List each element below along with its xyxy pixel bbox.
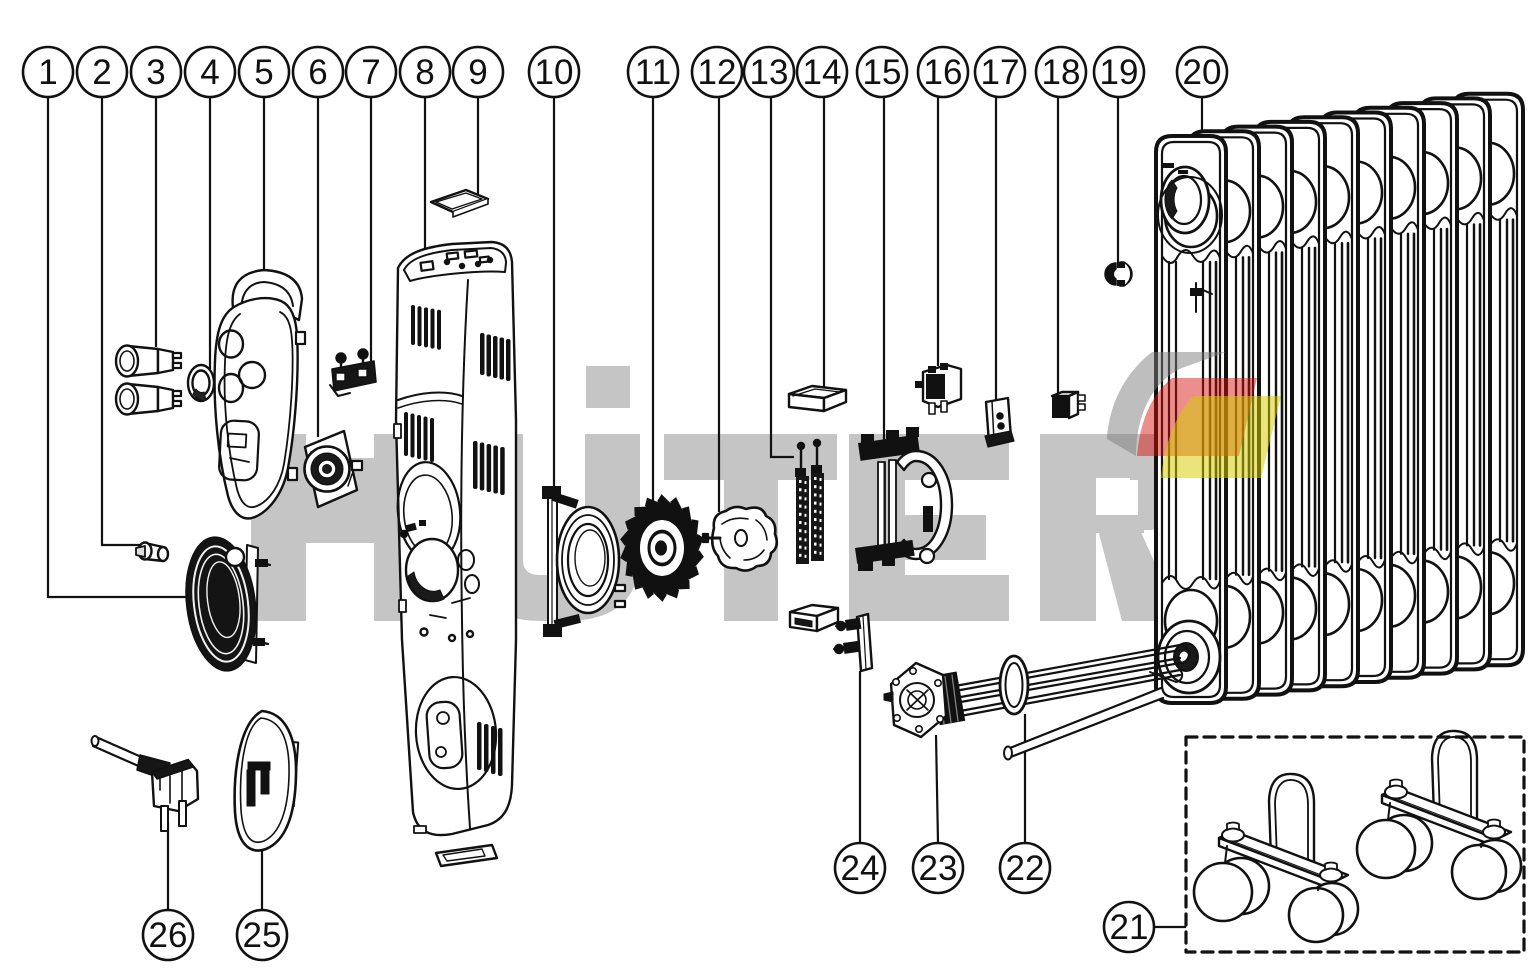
svg-text:13: 13	[750, 53, 789, 92]
svg-text:19: 19	[1100, 53, 1139, 92]
svg-text:20: 20	[1183, 53, 1222, 92]
svg-text:2: 2	[92, 53, 111, 92]
svg-text:11: 11	[635, 53, 671, 92]
svg-text:8: 8	[415, 53, 434, 92]
svg-text:24: 24	[841, 849, 880, 888]
svg-text:21: 21	[1110, 908, 1149, 947]
svg-text:6: 6	[308, 53, 327, 92]
svg-text:23: 23	[919, 849, 958, 888]
svg-text:16: 16	[924, 53, 963, 92]
svg-text:25: 25	[243, 916, 282, 955]
svg-text:14: 14	[803, 53, 842, 92]
svg-text:5: 5	[254, 53, 273, 92]
svg-text:10: 10	[535, 53, 574, 92]
svg-text:9: 9	[468, 53, 487, 92]
svg-text:22: 22	[1006, 849, 1045, 888]
svg-text:3: 3	[146, 53, 165, 92]
svg-text:15: 15	[863, 53, 902, 92]
svg-text:26: 26	[149, 916, 188, 955]
svg-text:7: 7	[361, 53, 380, 92]
svg-text:17: 17	[981, 53, 1020, 92]
svg-text:18: 18	[1042, 53, 1081, 92]
svg-text:4: 4	[200, 53, 219, 92]
svg-text:1: 1	[38, 53, 57, 92]
svg-text:12: 12	[698, 53, 737, 92]
